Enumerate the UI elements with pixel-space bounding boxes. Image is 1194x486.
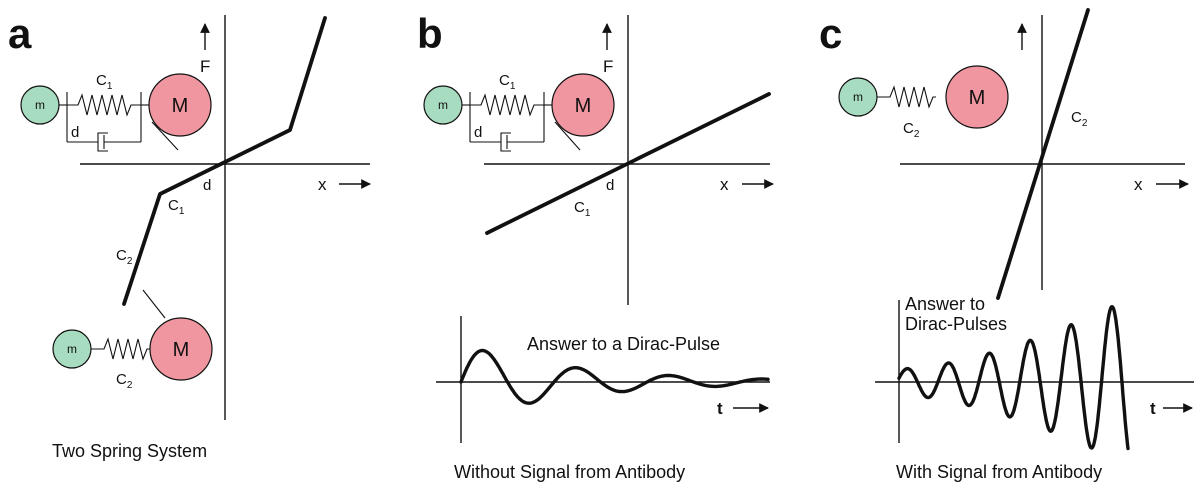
- panel-b-caption: Without Signal from Antibody: [454, 462, 685, 482]
- panel-a-upper-leader-line: [151, 121, 179, 151]
- panel-a-upper-big-mass: [148, 73, 212, 137]
- panel-a-upper-damper-label: d: [71, 124, 79, 141]
- panel-c-response-title-line2: Dirac-Pulses: [905, 314, 1007, 334]
- panel-a-force-curve: [122, 16, 327, 306]
- panel-c-x-label: x: [1134, 175, 1143, 194]
- panel-c-force-curve: [996, 8, 1090, 300]
- panel-c-curve-c2-label: C2: [1071, 109, 1088, 129]
- panel-b-damped-response-curve: [459, 348, 770, 405]
- panel-b-spring-icon: [470, 93, 544, 117]
- panel-b-damper-label: d: [474, 124, 482, 141]
- panel-b-t-label: t: [717, 399, 723, 418]
- panel-c-spring-model: m C2 M: [838, 65, 1009, 140]
- panel-a-lower-spring-label: C2: [116, 371, 133, 391]
- panel-b-force-curve: [485, 92, 771, 235]
- panel-b: b F x d C1 m d C1 M: [417, 10, 774, 482]
- panel-b-small-mass-label: m: [438, 98, 448, 112]
- panel-a-upper-spring-label: C1: [96, 72, 113, 92]
- panel-b-big-mass-label: M: [575, 95, 592, 117]
- panel-c: c x C2 m C2 M Answer to Dirac-Pulses t W…: [819, 8, 1194, 482]
- panel-b-curve-d-label: d: [606, 177, 614, 194]
- panel-a-x-label: x: [318, 175, 327, 194]
- panel-a-upper-big-mass-label: M: [172, 95, 189, 117]
- panel-c-small-mass-label: m: [853, 90, 863, 104]
- panel-a-curve-c1-label: C1: [168, 197, 185, 217]
- panel-b-spring-label: C1: [499, 72, 516, 92]
- panel-a-curve-d-label: d: [203, 177, 211, 194]
- panel-b-spring-model: m d C1 M: [423, 72, 615, 152]
- panel-c-big-mass-label: M: [969, 87, 986, 109]
- panel-b-x-label: x: [720, 175, 729, 194]
- panel-a-curve-c2-label: C2: [116, 247, 133, 267]
- panel-c-growing-response-curve: [897, 305, 1130, 451]
- panel-a-upper-spring-model: m d C1 M: [20, 72, 212, 152]
- panel-b-response-title: Answer to a Dirac-Pulse: [527, 334, 720, 354]
- panel-c-big-mass: [945, 65, 1009, 129]
- panel-a: a F x d C1 C2 m d: [8, 10, 371, 461]
- panel-b-curve-c1-label: C1: [574, 199, 591, 219]
- panel-c-caption: With Signal from Antibody: [896, 462, 1102, 482]
- panel-a-upper-damper-icon: [97, 132, 108, 152]
- panel-a-lower-spring-icon: [91, 337, 150, 361]
- panel-b-force-label: F: [603, 57, 613, 76]
- panel-a-upper-small-mass-label: m: [35, 98, 45, 112]
- panel-b-letter: b: [417, 10, 443, 57]
- panel-c-spring-icon: [877, 85, 936, 109]
- panel-c-t-label: t: [1150, 399, 1156, 418]
- panel-a-lower-big-mass: [149, 317, 213, 381]
- panel-b-damper-icon: [500, 132, 511, 152]
- panel-a-letter: a: [8, 10, 32, 57]
- panel-a-upper-spring-icon: [67, 93, 141, 117]
- panel-b-big-mass: [551, 73, 615, 137]
- panel-a-lower-leader-line: [142, 289, 166, 319]
- panel-a-lower-small-mass-label: m: [67, 342, 77, 356]
- panel-c-response-title-line1: Answer to: [905, 294, 985, 314]
- panel-a-lower-big-mass-label: M: [173, 339, 190, 361]
- panel-a-caption: Two Spring System: [52, 441, 207, 461]
- panel-a-lower-spring-model: m C2 M: [52, 317, 213, 391]
- panel-b-leader-line: [554, 121, 581, 151]
- panel-a-force-label: F: [200, 57, 210, 76]
- panel-c-letter: c: [819, 10, 842, 57]
- panel-c-spring-label: C2: [903, 120, 920, 140]
